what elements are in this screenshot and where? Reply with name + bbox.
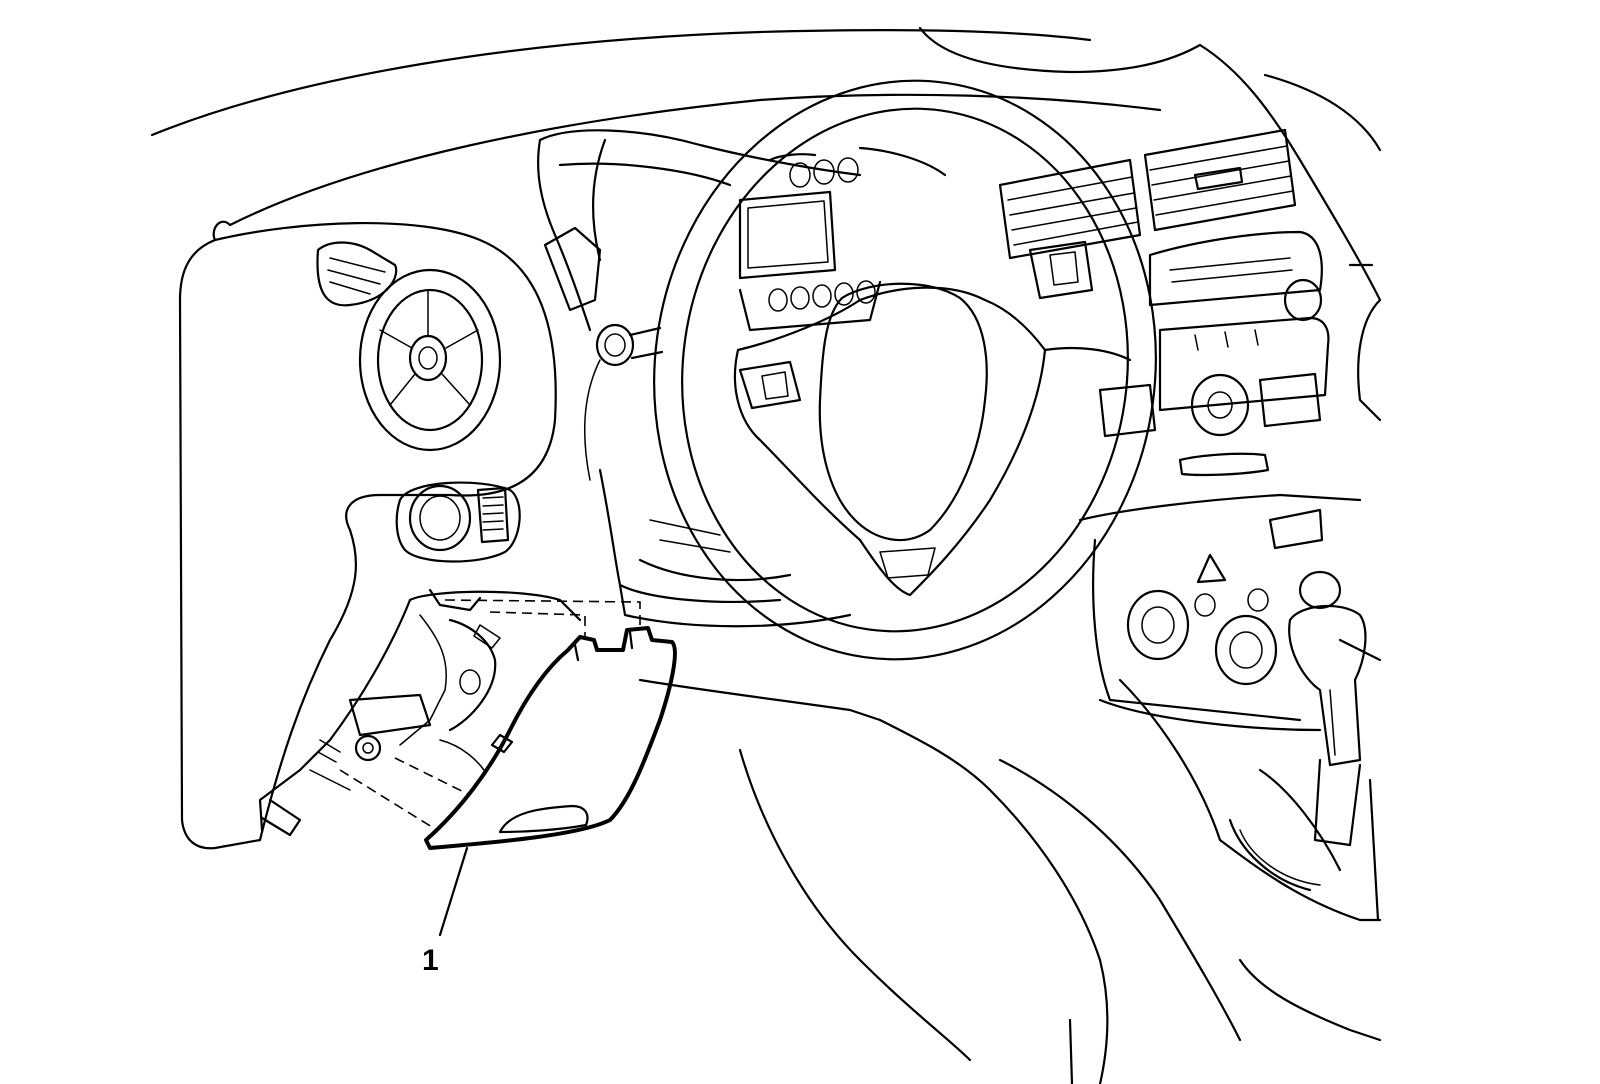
instrument-panel-lower-trim-cover: [424, 626, 677, 850]
center-console: [1078, 493, 1362, 732]
radio-control-panel: [1098, 230, 1330, 477]
turn-signal-stalk-knob: [584, 323, 664, 481]
dashboard-upper-outline: [150, 26, 1382, 302]
gear-shift-lever: [1258, 604, 1367, 872]
instrument-cluster-housing: [537, 129, 947, 332]
steering-column-shroud: [598, 468, 852, 628]
lower-knee-bolster-opening: [258, 588, 582, 837]
floor-and-seat-outlines: [638, 263, 1382, 1084]
callout-1: 1: [422, 846, 469, 977]
headlamp-switch: [395, 481, 521, 563]
left-air-vent: [316, 241, 502, 452]
dashboard-left-panel: [178, 221, 557, 850]
callout-number: 1: [422, 944, 439, 977]
center-air-vents: [998, 128, 1297, 260]
steering-wheel: [653, 79, 1157, 661]
